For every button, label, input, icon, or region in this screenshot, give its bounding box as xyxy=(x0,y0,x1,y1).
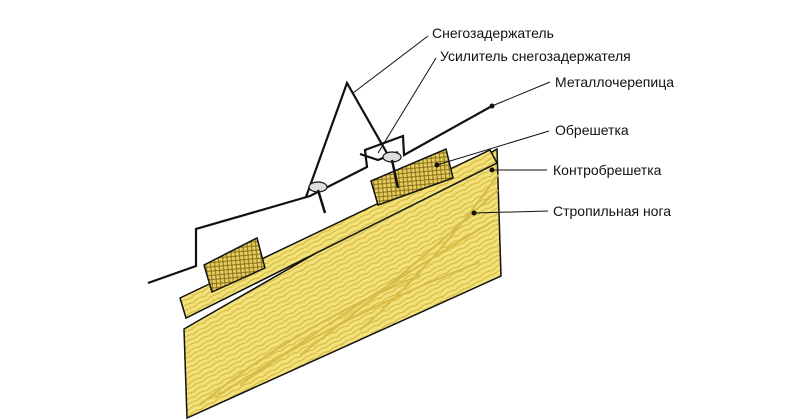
leader-metal-tile xyxy=(491,81,551,107)
label-snow-guard-reinforcement: Усилитель снегозадержателя xyxy=(440,48,631,64)
label-rafter: Стропильная нога xyxy=(553,203,671,219)
leader-dot-metal-tile xyxy=(489,103,495,109)
leader-dot-batten xyxy=(434,162,440,168)
rafter-grain-lines xyxy=(199,174,499,406)
leader-batten xyxy=(436,130,550,166)
leader-rafter xyxy=(473,210,549,214)
leader-snow-guard xyxy=(352,35,429,94)
screw-lower xyxy=(308,181,328,214)
metal-tile-profile xyxy=(147,105,493,285)
label-batten: Обрешетка xyxy=(555,122,629,138)
label-counter-batten: Контробрешетка xyxy=(553,162,662,178)
batten-upper xyxy=(370,147,454,206)
label-snow-guard: Снегозадержатель xyxy=(432,25,554,41)
leader-dot-counter-batten xyxy=(489,167,495,173)
leader-snow-guard-reinforcement xyxy=(377,57,437,154)
batten-lower xyxy=(203,236,266,294)
label-metal-tile: Металлочерепица xyxy=(555,74,674,90)
snow-guard-bracket xyxy=(304,80,393,198)
leader-dot-rafter xyxy=(471,210,477,216)
screw-upper xyxy=(382,151,402,189)
